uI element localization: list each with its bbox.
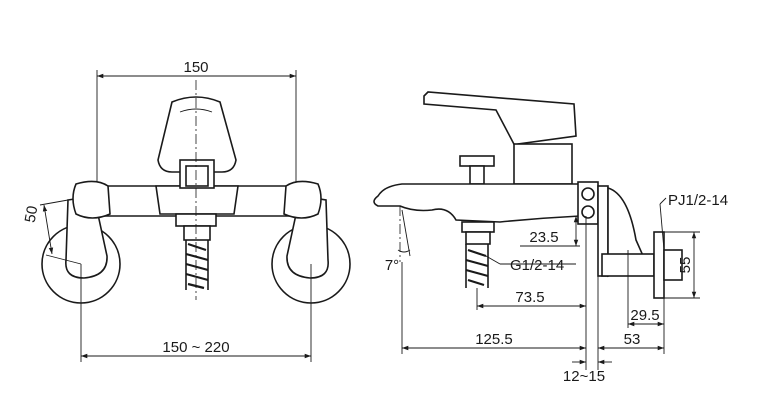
side-view: G1/2-14 23.5 7° 73.5 125.5 29.5 53 12~1 — [373, 91, 728, 385]
dim-12-15-label: 12~15 — [563, 368, 605, 385]
left-union-nut — [72, 180, 111, 219]
dim-top-width-label: 150 — [183, 59, 208, 76]
central-hub — [155, 185, 239, 215]
pj-thread-leader — [659, 203, 665, 251]
arm-ext-bottom — [45, 254, 82, 265]
diverter-knob[interactable] — [459, 155, 495, 167]
dim-arm-label: 50 — [22, 205, 42, 224]
handle-neck — [179, 159, 215, 189]
dim-53-label: 53 — [624, 331, 641, 348]
handle-ridge — [179, 108, 213, 113]
dim-bottom-span-label: 150 ~ 220 — [162, 339, 229, 356]
dim-55-label: 55 — [677, 257, 694, 274]
diverter-stem — [469, 165, 485, 185]
g-thread-leader — [485, 255, 501, 265]
shower-hose-thread — [185, 242, 209, 290]
inlet-nut — [663, 249, 683, 281]
supply-thread-label: PJ1/2-14 — [668, 192, 728, 209]
dim-73-5-label: 73.5 — [515, 289, 544, 306]
lever-handle[interactable] — [157, 96, 237, 173]
spout-angle-label: 7° — [385, 257, 399, 274]
side-hose-thread — [465, 248, 489, 287]
spout-body — [373, 183, 581, 223]
spout-angle-arc — [397, 249, 411, 253]
dim-23-5-label: 23.5 — [529, 229, 558, 246]
side-outlet-nut — [465, 231, 491, 245]
side-outlet-collar — [461, 221, 495, 233]
dim-line-arm — [42, 204, 54, 255]
dim-29-5-label: 29.5 — [630, 307, 659, 324]
inlet-flange — [653, 231, 665, 299]
handle-cap — [185, 165, 209, 187]
union-nut-detail-bottom — [581, 205, 595, 219]
union-nut-detail-top — [581, 187, 595, 201]
side-lever-handle[interactable] — [423, 91, 577, 150]
spout-angle-line — [401, 209, 411, 257]
shower-thread-label: G1/2-14 — [510, 257, 564, 274]
outlet-nut — [183, 225, 211, 241]
arm-ext-top — [39, 199, 69, 206]
right-union-nut — [283, 180, 322, 219]
cartridge-housing — [513, 143, 573, 185]
front-view: 150 50 — [22, 59, 351, 362]
pj-thread-leader-end — [659, 197, 667, 205]
dim-125-5-label: 125.5 — [475, 331, 513, 348]
